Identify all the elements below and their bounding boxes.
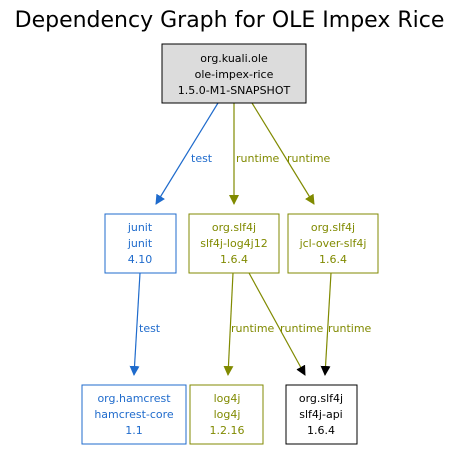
node-slf4j-log4j12-group: org.slf4j [212, 221, 256, 234]
node-hamcrest-core: org.hamcrest hamcrest-core 1.1 [81, 384, 187, 445]
node-hamcrest-core-artifact: hamcrest-core [94, 408, 174, 421]
node-slf4j-api-version: 1.6.4 [307, 424, 335, 437]
node-hamcrest-core-version: 1.1 [125, 424, 143, 437]
node-junit-artifact: junit [127, 237, 153, 250]
edge-label-jcl-over-slf4j-slf4j-api: runtime [328, 322, 372, 335]
node-root-artifact: ole-impex-rice [195, 68, 274, 81]
edge-slf4j-log4j12-slf4j-api: runtime [248, 272, 324, 376]
node-slf4j-log4j12-artifact: slf4j-log4j12 [200, 237, 268, 250]
node-slf4j-log4j12-version: 1.6.4 [220, 253, 248, 266]
node-junit-version: 4.10 [128, 253, 153, 266]
node-slf4j-api-artifact: slf4j-api [299, 408, 342, 421]
edge-junit-hamcrest: test [129, 272, 161, 376]
edge-jcl-over-slf4j-slf4j-api: runtime [320, 272, 372, 376]
edge-label-root-jcl-over-slf4j: runtime [287, 152, 331, 165]
node-log4j-artifact: log4j [214, 408, 241, 421]
node-root: org.kuali.ole ole-impex-rice 1.5.0-M1-SN… [161, 43, 307, 104]
node-slf4j-log4j12: org.slf4j slf4j-log4j12 1.6.4 [188, 213, 280, 274]
edge-label-root-slf4j-log4j12: runtime [236, 152, 280, 165]
edge-label-root-junit: test [191, 152, 213, 165]
node-log4j-version: 1.2.16 [210, 424, 245, 437]
edge-root-junit: test [155, 102, 219, 205]
node-root-version: 1.5.0-M1-SNAPSHOT [178, 84, 291, 97]
node-junit: junit junit 4.10 [104, 213, 177, 274]
node-jcl-over-slf4j-artifact: jcl-over-slf4j [299, 237, 367, 250]
node-hamcrest-core-group: org.hamcrest [97, 392, 171, 405]
node-root-group: org.kuali.ole [200, 52, 268, 65]
node-jcl-over-slf4j-version: 1.6.4 [319, 253, 347, 266]
edge-root-slf4j-log4j12: runtime [229, 103, 280, 205]
node-slf4j-api: org.slf4j slf4j-api 1.6.4 [285, 384, 358, 445]
graph-title: Dependency Graph for OLE Impex Rice [14, 8, 445, 33]
node-jcl-over-slf4j: org.slf4j jcl-over-slf4j 1.6.4 [287, 213, 379, 274]
edge-slf4j-log4j12-log4j: runtime [223, 272, 275, 376]
node-log4j-group: log4j [214, 392, 241, 405]
edge-label-slf4j-log4j12-log4j: runtime [231, 322, 275, 335]
edge-label-slf4j-log4j12-slf4j-api: runtime [280, 322, 324, 335]
node-slf4j-api-group: org.slf4j [299, 392, 343, 405]
node-junit-group: junit [127, 221, 153, 234]
node-jcl-over-slf4j-group: org.slf4j [311, 221, 355, 234]
node-log4j: log4j log4j 1.2.16 [189, 384, 264, 445]
edge-label-junit-hamcrest: test [139, 322, 161, 335]
edge-root-jcl-over-slf4j: runtime [251, 102, 331, 205]
